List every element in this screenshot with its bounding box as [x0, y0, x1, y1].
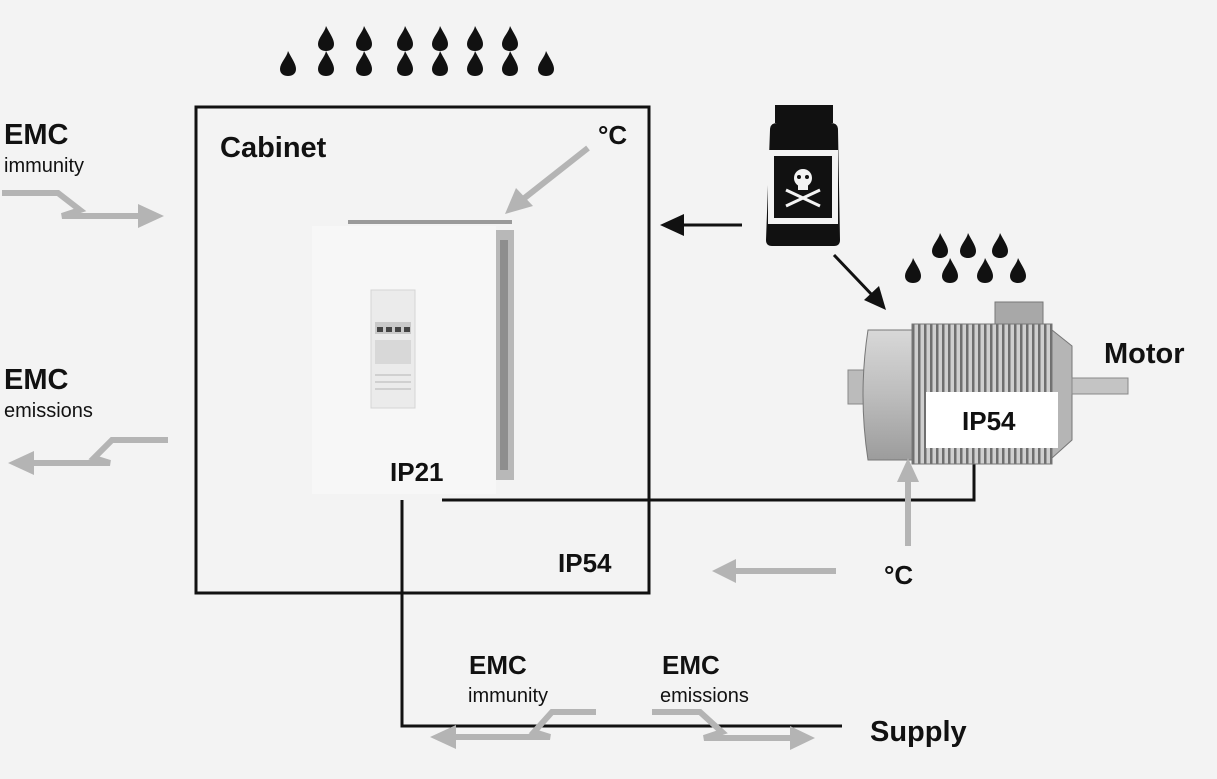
emc-emissions-sub: emissions [4, 400, 93, 422]
emc-supply-emissions-arrow-icon [652, 709, 815, 750]
emc-emissions-arrow-icon [8, 437, 168, 475]
supply-cable [400, 500, 842, 728]
cabinet-box [194, 105, 651, 595]
water-drops-icon [280, 26, 554, 76]
supply-label: Supply [870, 716, 967, 748]
emc-supply-immunity-title: EMC [469, 650, 527, 680]
cabinet-temperature-label: °C [598, 120, 627, 150]
poison-bottle-icon [766, 105, 840, 246]
heat-arrow-icon [712, 559, 836, 583]
water-drops-icon [905, 233, 1026, 283]
drive-rating-label: IP21 [390, 457, 444, 487]
heat-arrow-icon [897, 458, 919, 546]
emc-immunity-sub: immunity [4, 155, 84, 177]
motor-label: Motor [1104, 338, 1185, 370]
emc-immunity-arrow-icon [2, 190, 164, 228]
emc-supply-emissions-title: EMC [662, 650, 720, 680]
emc-emissions-title: EMC [4, 364, 69, 396]
emc-supply-immunity-arrow-icon [430, 709, 596, 749]
emc-supply-immunity-sub: immunity [468, 685, 548, 707]
heat-arrow-icon [505, 145, 590, 214]
emc-supply-emissions-sub: emissions [660, 685, 749, 707]
cabinet-label: Cabinet [220, 132, 327, 164]
motor-cable [442, 462, 976, 502]
electric-motor-icon [847, 301, 1129, 465]
motor-rating-label: IP54 [962, 406, 1016, 436]
ambient-temperature-label: °C [884, 560, 913, 590]
chemical-to-cabinet-arrow [660, 214, 742, 236]
cabinet-rating-label: IP54 [558, 548, 612, 578]
chemical-to-motor-arrow [832, 253, 886, 310]
emc-immunity-title: EMC [4, 119, 69, 151]
drive-unit-icon [312, 220, 514, 494]
